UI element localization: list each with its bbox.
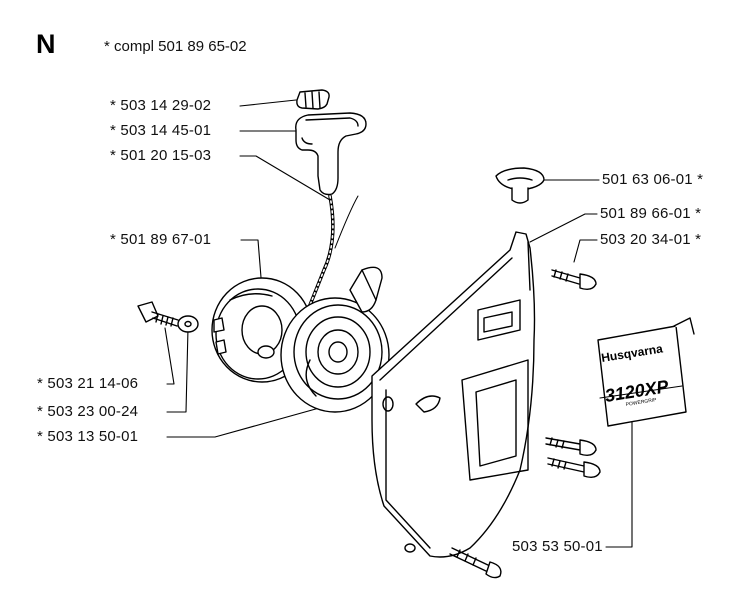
housing-screw-part	[551, 269, 597, 291]
plug-part	[495, 167, 545, 204]
washer-part	[177, 315, 199, 333]
starter-handle-part	[295, 112, 367, 196]
part-label-left: * 501 20 15-03	[110, 147, 212, 164]
decal-part	[597, 317, 695, 427]
housing-screw-part	[545, 437, 597, 457]
starter-housing-part	[371, 231, 536, 558]
recoil-spring-part	[280, 266, 390, 413]
handle-insert-part	[296, 89, 330, 110]
part-label-left: * 503 21 14-06	[37, 375, 139, 392]
decal-sub-text: POWERGRIP	[625, 397, 657, 408]
section-letter: N	[36, 29, 56, 59]
part-label-left: * 503 14 29-02	[110, 97, 212, 114]
part-label-right: 503 53 50-01	[512, 538, 603, 555]
part-label-left: * 501 89 67-01	[110, 231, 212, 248]
part-label-right: 501 89 66-01 *	[600, 205, 702, 222]
part-label-left: * 503 14 45-01	[110, 122, 212, 139]
part-label-left: * 503 13 50-01	[37, 428, 139, 445]
housing-screw-part	[547, 457, 601, 479]
part-label-left: * 503 23 00-24	[37, 403, 139, 420]
complete-assembly-label: * compl 501 89 65-02	[104, 38, 247, 55]
pulley-screw-part	[137, 301, 179, 327]
leader-lines	[164, 99, 633, 548]
part-label-right: 503 20 34-01 *	[600, 231, 702, 248]
part-label-right: 501 63 06-01 *	[602, 171, 704, 188]
housing-screw-part	[449, 547, 502, 579]
